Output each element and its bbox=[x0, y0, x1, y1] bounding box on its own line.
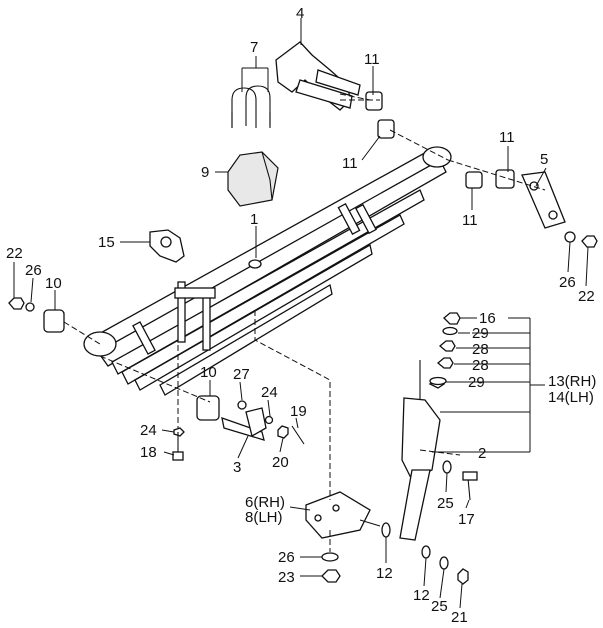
callout-24-left: 24 bbox=[140, 422, 157, 439]
shock-absorber bbox=[399, 360, 446, 541]
callout-5: 5 bbox=[540, 151, 548, 168]
shackle-plate bbox=[521, 171, 566, 229]
bushing-group bbox=[365, 91, 515, 189]
shackle-lower bbox=[196, 395, 274, 441]
callout-20: 20 bbox=[272, 454, 289, 471]
callout-19: 19 bbox=[290, 403, 307, 420]
spring-pad-bracket bbox=[149, 229, 185, 263]
callout-22-right: 22 bbox=[578, 288, 595, 305]
callout-6-rh: 6(RH) bbox=[245, 494, 285, 511]
callout-13-rh: 13(RH) bbox=[548, 373, 596, 390]
callout-23: 23 bbox=[278, 569, 295, 586]
callout-27: 27 bbox=[233, 366, 250, 383]
callout-18: 18 bbox=[140, 444, 157, 461]
callout-10-left: 10 bbox=[45, 275, 62, 292]
right-hardware bbox=[564, 231, 598, 248]
callout-22-left: 22 bbox=[6, 245, 23, 262]
leader-lines bbox=[13, 18, 589, 609]
bump-stopper bbox=[227, 151, 279, 207]
callout-26-left: 26 bbox=[25, 262, 42, 279]
callout-labels: 4 7 11 11 11 5 11 9 1 15 22 26 10 26 22 … bbox=[6, 5, 596, 626]
callout-9: 9 bbox=[201, 164, 209, 181]
callout-12-left: 12 bbox=[376, 565, 393, 582]
callout-28-bottom: 28 bbox=[472, 357, 489, 374]
callout-3: 3 bbox=[233, 459, 241, 476]
callout-11-right: 11 bbox=[499, 129, 515, 146]
callout-10-lower: 10 bbox=[200, 364, 217, 381]
u-bolt bbox=[231, 85, 271, 128]
shock-lower-hardware bbox=[381, 460, 478, 585]
callout-16: 16 bbox=[479, 310, 496, 327]
callout-11-mid: 11 bbox=[342, 155, 358, 172]
callout-11-top: 11 bbox=[364, 51, 380, 68]
callout-12-right: 12 bbox=[413, 587, 430, 604]
callout-17: 17 bbox=[458, 511, 475, 528]
callout-7: 7 bbox=[250, 39, 258, 56]
spring-hanger-bracket bbox=[275, 41, 361, 111]
callout-1: 1 bbox=[250, 211, 258, 228]
guide-lines bbox=[63, 93, 546, 552]
callout-28-top: 28 bbox=[472, 341, 489, 358]
callout-4: 4 bbox=[296, 5, 304, 22]
callout-24-right: 24 bbox=[261, 384, 278, 401]
bracket-bolt bbox=[172, 427, 185, 461]
spring-clamp bbox=[174, 281, 216, 351]
spring-seat-plate bbox=[305, 491, 381, 539]
callout-25-lower: 25 bbox=[431, 598, 448, 615]
callout-29-top: 29 bbox=[472, 325, 489, 342]
callout-2: 2 bbox=[478, 445, 486, 462]
callout-25-upper: 25 bbox=[437, 495, 454, 512]
callout-29-bottom: 29 bbox=[468, 374, 485, 391]
shackle-bolt bbox=[277, 425, 305, 445]
left-hardware bbox=[8, 297, 65, 333]
callout-26-right: 26 bbox=[559, 274, 576, 291]
seat-nuts bbox=[321, 552, 341, 583]
callout-26-bottom: 26 bbox=[278, 549, 295, 566]
callout-14-lh: 14(LH) bbox=[548, 389, 594, 406]
callout-21: 21 bbox=[451, 609, 468, 626]
callout-15: 15 bbox=[98, 234, 115, 251]
callout-8-lh: 8(LH) bbox=[245, 509, 283, 526]
callout-11-lower: 11 bbox=[462, 212, 478, 229]
shock-upper-hardware bbox=[429, 312, 461, 386]
